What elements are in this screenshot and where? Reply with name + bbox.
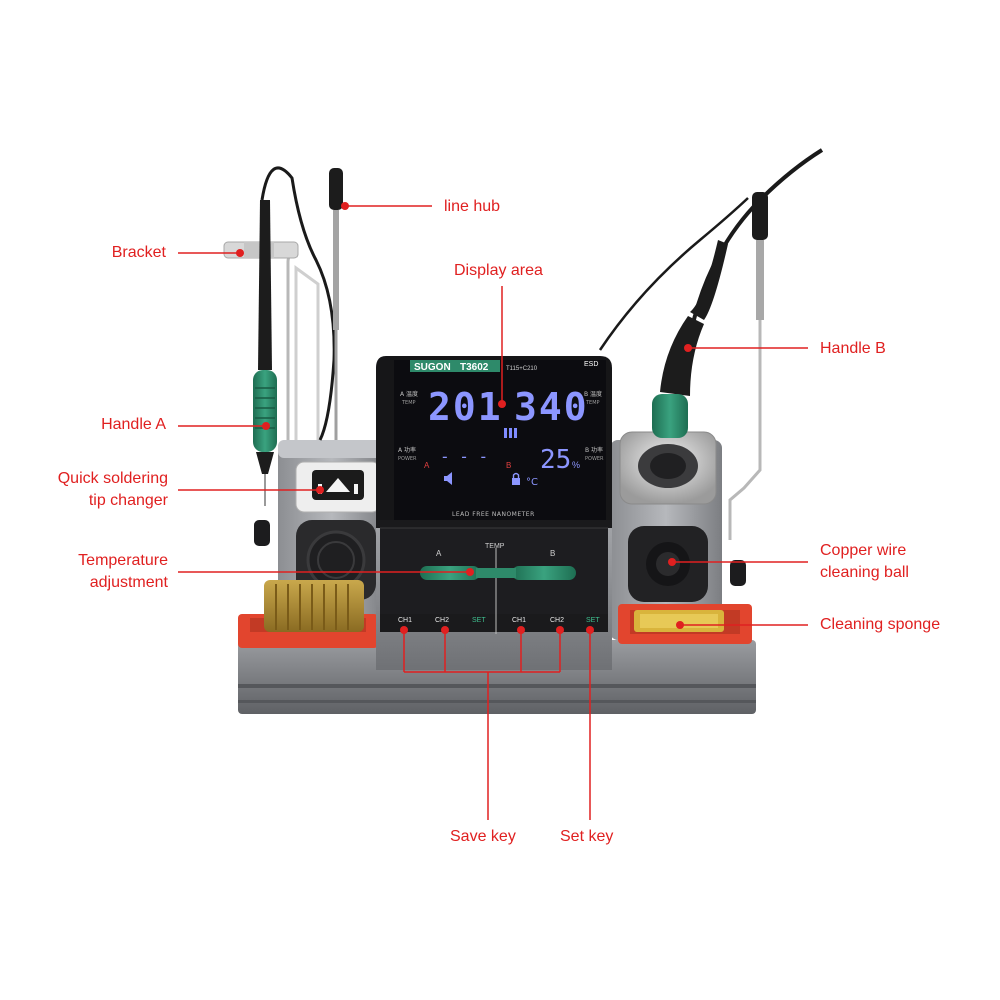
callout-cleaning-sponge: Cleaning sponge xyxy=(820,616,941,633)
celsius-unit: °C xyxy=(526,477,538,488)
callout-copper-wire: Copper wire cleaning ball xyxy=(820,540,909,584)
callout-save-key: Save key xyxy=(450,828,516,845)
callout-bracket: Bracket xyxy=(111,244,166,261)
callout-temperature-adjustment: Temperature adjustment xyxy=(20,550,168,594)
handle-b[interactable] xyxy=(652,240,728,438)
power-b-sublabel: POWER xyxy=(585,456,604,462)
callout-quick-tip-changer: Quick soldering tip changer xyxy=(20,468,168,512)
brass-wire-tray xyxy=(238,580,378,648)
key-ch1-a[interactable]: CH1 xyxy=(398,617,412,624)
nanometer-label: LEAD FREE NANOMETER xyxy=(452,511,535,518)
power-a-sublabel: POWER xyxy=(398,456,417,462)
callout-quick-tip-line1: Quick soldering xyxy=(57,470,168,487)
power-a-label: A 功率 xyxy=(398,446,416,454)
station-base xyxy=(238,640,756,714)
callout-line-hub: line hub xyxy=(444,198,501,215)
cable-b-loop xyxy=(598,197,749,351)
callout-handle-a: Handle A xyxy=(101,416,166,433)
temp-a-label: A 温度 xyxy=(400,390,418,398)
key-row: CH1 CH2 SET CH1 CH2 SET xyxy=(380,610,608,634)
key-ch1-b[interactable]: CH1 xyxy=(512,617,526,624)
key-set-a[interactable]: SET xyxy=(472,617,486,624)
knob-a-label: A xyxy=(436,549,442,558)
display-area: SUGON T3602 T115+C210 ESD A 温度 TEMP B 温度… xyxy=(394,360,606,520)
callout-temp-line1: Temperature xyxy=(78,552,168,569)
callout-display-area: Display area xyxy=(454,262,543,279)
callout-handle-b: Handle B xyxy=(820,340,886,357)
key-ch2-a[interactable]: CH2 xyxy=(435,617,449,624)
temp-a-sublabel: TEMP xyxy=(401,400,416,406)
quick-tip-changer[interactable] xyxy=(295,461,381,513)
power-b-readout: 25 xyxy=(540,445,571,475)
model-label: T3602 xyxy=(460,362,489,373)
knob-b-label: B xyxy=(550,549,555,558)
channel-tag-b: B xyxy=(506,461,511,470)
key-set-b[interactable]: SET xyxy=(586,617,600,624)
brand-label: SUGON xyxy=(414,362,451,373)
callout-copper-line1: Copper wire xyxy=(820,542,907,559)
copper-wire-cleaning-ball xyxy=(628,526,708,602)
right-stand-rod xyxy=(728,200,762,540)
callout-temp-line2: adjustment xyxy=(89,574,168,591)
right-side-knob[interactable] xyxy=(730,560,746,586)
cleaning-sponge-tray xyxy=(618,604,752,644)
temp-b-sublabel: TEMP xyxy=(585,400,600,406)
temp-b-readout: 340 xyxy=(514,385,589,429)
temperature-adjustment[interactable]: TEMP A B xyxy=(380,527,608,612)
lock-icon xyxy=(512,472,520,485)
cable-b xyxy=(684,148,824,361)
temp-a-readout: 201 xyxy=(428,385,503,429)
power-b-label: B 功率 xyxy=(585,446,603,454)
key-ch2-b[interactable]: CH2 xyxy=(550,617,564,624)
temp-slider-label: TEMP xyxy=(485,543,505,550)
temp-b-label: B 温度 xyxy=(584,390,602,398)
channel-tag-a: A xyxy=(424,461,430,470)
power-unit: % xyxy=(572,460,580,470)
callout-set-key: Set key xyxy=(560,828,614,845)
handle-b-holster xyxy=(619,431,717,505)
speaker-icon xyxy=(444,472,452,485)
temp-slider-a[interactable] xyxy=(420,566,480,580)
callout-lines xyxy=(178,202,808,820)
model-suffix: T115+C210 xyxy=(506,366,538,372)
callout-quick-tip-line2: tip changer xyxy=(88,492,168,509)
right-tool-pen xyxy=(752,192,768,320)
esd-label: ESD xyxy=(584,361,598,368)
cable-a xyxy=(260,166,336,441)
line-hub xyxy=(329,168,343,440)
left-side-knob[interactable] xyxy=(254,520,270,546)
channel-indicator xyxy=(504,428,517,438)
power-a-readout: - - - xyxy=(440,447,488,466)
callout-copper-line2: cleaning ball xyxy=(820,564,909,581)
temp-slider-b[interactable] xyxy=(512,566,576,580)
